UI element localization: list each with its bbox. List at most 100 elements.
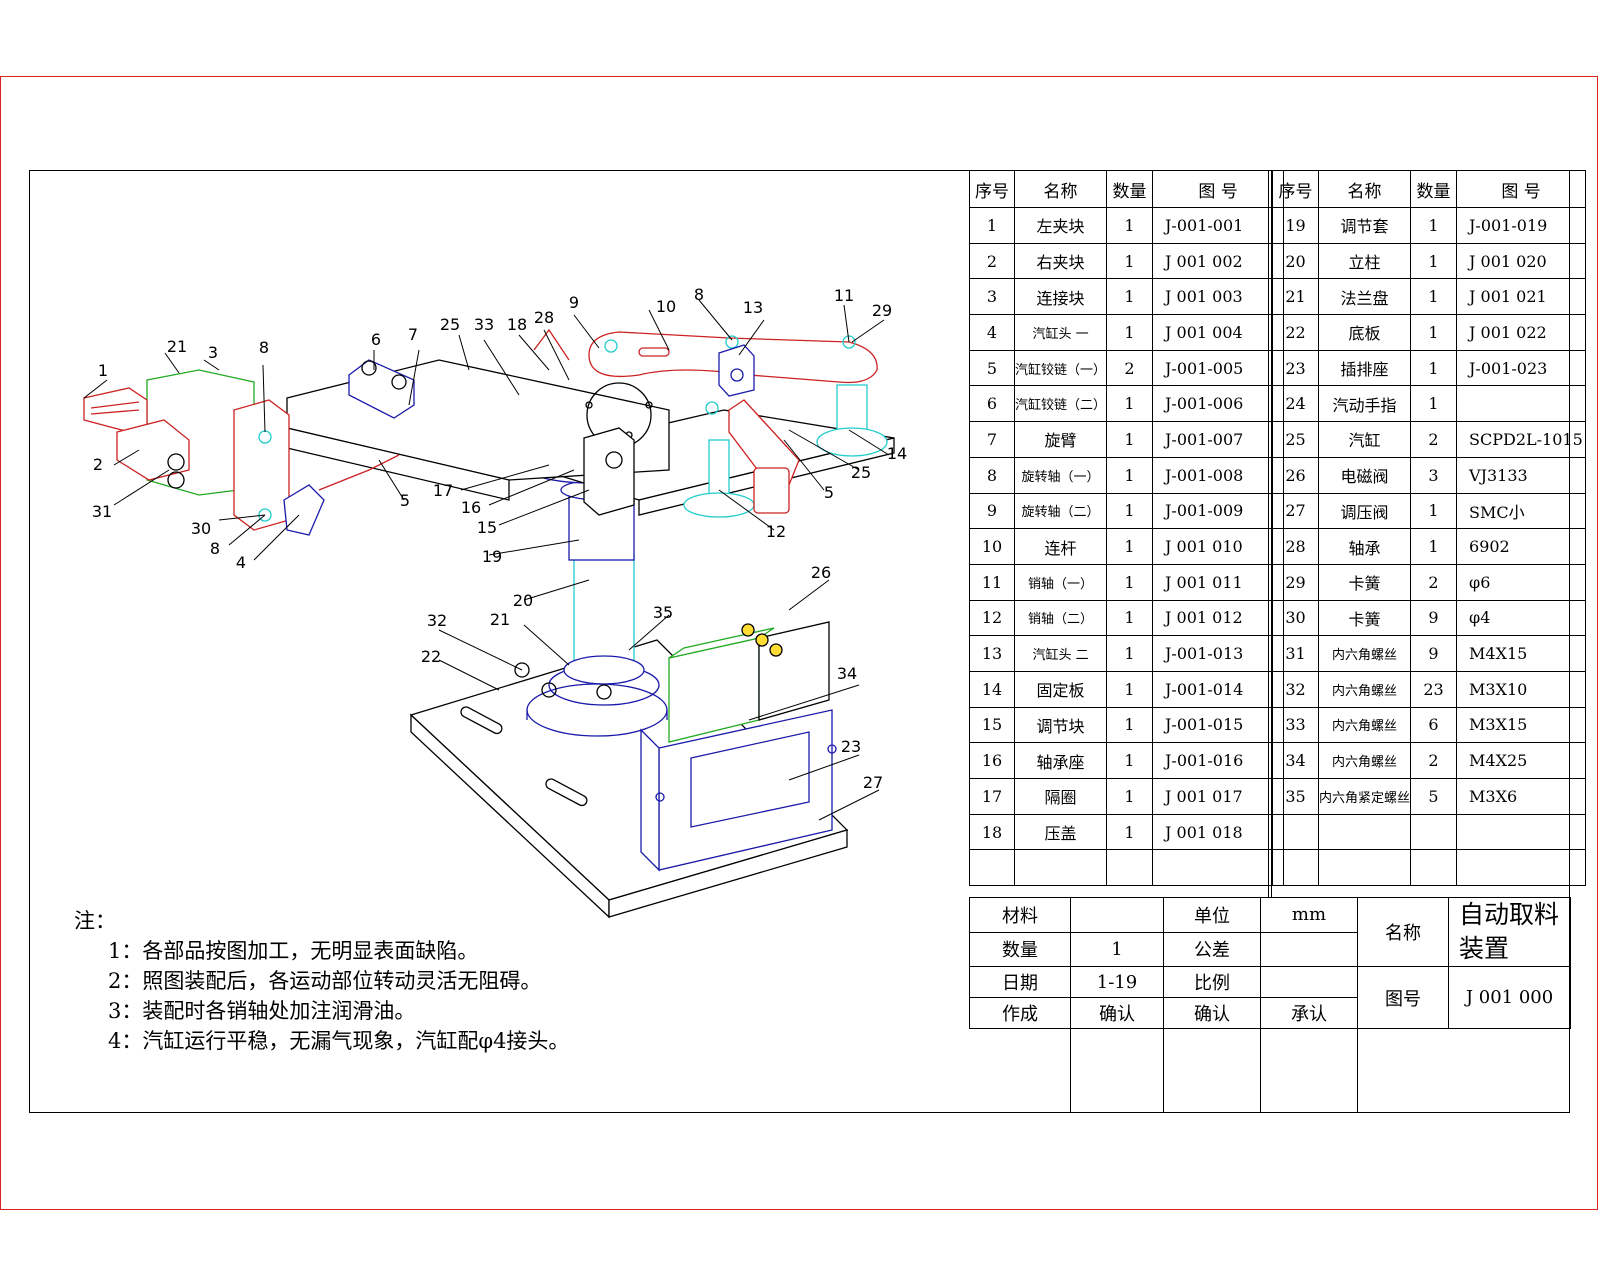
bom-cell-qty: 9: [1410, 635, 1458, 672]
callout-leaders: [83, 299, 890, 821]
bom-header-name: 名称: [1013, 170, 1108, 208]
callout-18: 18: [507, 315, 527, 334]
bom-cell-seq: 15: [969, 706, 1015, 744]
bom-cell-seq: [1272, 849, 1319, 887]
bom-header-seq: 序号: [969, 170, 1015, 208]
bom-cell-seq: 10: [969, 528, 1015, 565]
bom-cell-dwg: J-001-005: [1152, 349, 1285, 387]
bom-cell-seq: 33: [1272, 706, 1319, 744]
bom-cell-seq: 18: [969, 813, 1015, 851]
bom-cell-dwg: J-001-014: [1152, 670, 1285, 708]
bom-cell-seq: 29: [1272, 563, 1319, 601]
bom-cell-name: 调节套: [1317, 207, 1412, 244]
bom-cell-dwg: J-001-015: [1152, 706, 1285, 744]
bom-cell-dwg: [1456, 813, 1587, 851]
bom-cell-qty: 1: [1106, 706, 1154, 744]
bom-cell-qty: [1410, 813, 1458, 851]
callout-12: 12: [766, 522, 786, 541]
callout-8: 8: [259, 338, 269, 357]
bom-cell-qty: 1: [1106, 635, 1154, 672]
callout-22: 22: [421, 647, 441, 666]
callout-17: 17: [433, 481, 453, 500]
bom-row: [1272, 849, 1587, 887]
bom-cell-qty: 1: [1106, 778, 1154, 815]
bom-cell-dwg: J-001-008: [1152, 456, 1285, 494]
callout-11: 11: [834, 286, 854, 305]
bom-cell-qty: 2: [1410, 563, 1458, 601]
bom-cell-seq: 20: [1272, 242, 1319, 280]
bom-cell-name: 连杆: [1013, 528, 1108, 565]
bom-cell-name: 立柱: [1317, 242, 1412, 280]
confirm-label-2: 确认: [1163, 997, 1261, 1029]
bom-cell-seq: 17: [969, 778, 1015, 815]
callout-8c: 8: [694, 285, 704, 304]
bom-cell-name: 内六角螺丝: [1317, 706, 1412, 744]
callout-30: 30: [191, 519, 211, 538]
bom-cell-name: 插排座: [1317, 349, 1412, 387]
bom-cell-qty: 5: [1410, 778, 1458, 815]
bom-cell-name: 汽缸头 一: [1013, 314, 1108, 351]
dwg-no-value: J 001 000: [1448, 966, 1571, 1029]
bom-cell-seq: 16: [969, 742, 1015, 779]
bom-cell-dwg: J-001-006: [1152, 385, 1285, 423]
callout-9: 9: [569, 293, 579, 312]
bom-cell-seq: 14: [969, 670, 1015, 708]
valve-bracket: [640, 709, 837, 872]
bom-header-right: 序号 名称 数量 图 号: [1272, 170, 1587, 208]
bom-header-seq: 序号: [1272, 170, 1319, 208]
bom-cell-dwg: M4X15: [1456, 635, 1587, 672]
callout-19: 19: [482, 547, 502, 566]
bom-cell-dwg: J 001 020: [1456, 242, 1587, 280]
callout-31: 31: [92, 502, 112, 521]
bom-cell-seq: 34: [1272, 742, 1319, 779]
bom-cell-qty: 1: [1410, 528, 1458, 565]
bom-cell-name: 调压阀: [1317, 492, 1412, 530]
bom-cell-dwg: J-001-019: [1456, 207, 1587, 244]
bom-cell-dwg: J 001 022: [1456, 314, 1587, 351]
note-line-1: 1：各部品按图加工，无明显表面缺陷。: [108, 939, 479, 963]
callout-14: 14: [887, 444, 907, 463]
cylinder-right: [533, 328, 800, 514]
bom-cell-dwg: M3X6: [1456, 778, 1587, 815]
bom-cell-qty: 1: [1410, 349, 1458, 387]
bom-cell-name: 连接块: [1013, 278, 1108, 316]
bom-cell-qty: 1: [1106, 813, 1154, 851]
made-by-label: 作成: [969, 997, 1071, 1029]
bom-cell-seq: 32: [1272, 670, 1319, 708]
bom-cell-seq: 21: [1272, 278, 1319, 316]
bom-cell-dwg: VJ3133: [1456, 456, 1587, 494]
bom-header-qty: 数量: [1106, 170, 1154, 208]
bom-cell-seq: 27: [1272, 492, 1319, 530]
bom-cell-dwg: φ4: [1456, 599, 1587, 637]
bom-divider: [1268, 170, 1272, 897]
bom-cell-name: 卡簧: [1317, 599, 1412, 637]
bom-cell-name: 销轴（一）: [1013, 563, 1108, 601]
bom-cell-seq: 19: [1272, 207, 1319, 244]
tolerance-value: [1260, 931, 1358, 967]
bom-cell-dwg: J 001 002: [1152, 242, 1285, 280]
bom-cell-seq: 30: [1272, 599, 1319, 637]
bom-cell-seq: 4: [969, 314, 1015, 351]
bom-cell-dwg: J 001 004: [1152, 314, 1285, 351]
bom-cell-dwg: J 001 012: [1152, 599, 1285, 637]
note-line-3: 3：装配时各销轴处加注润滑油。: [108, 999, 416, 1023]
bom-cell-dwg: M4X25: [1456, 742, 1587, 779]
bom-cell-seq: 11: [969, 563, 1015, 601]
confirm-label-1: 确认: [1070, 997, 1164, 1029]
bom-cell-qty: 1: [1106, 421, 1154, 458]
bom-cell-seq: 31: [1272, 635, 1319, 672]
